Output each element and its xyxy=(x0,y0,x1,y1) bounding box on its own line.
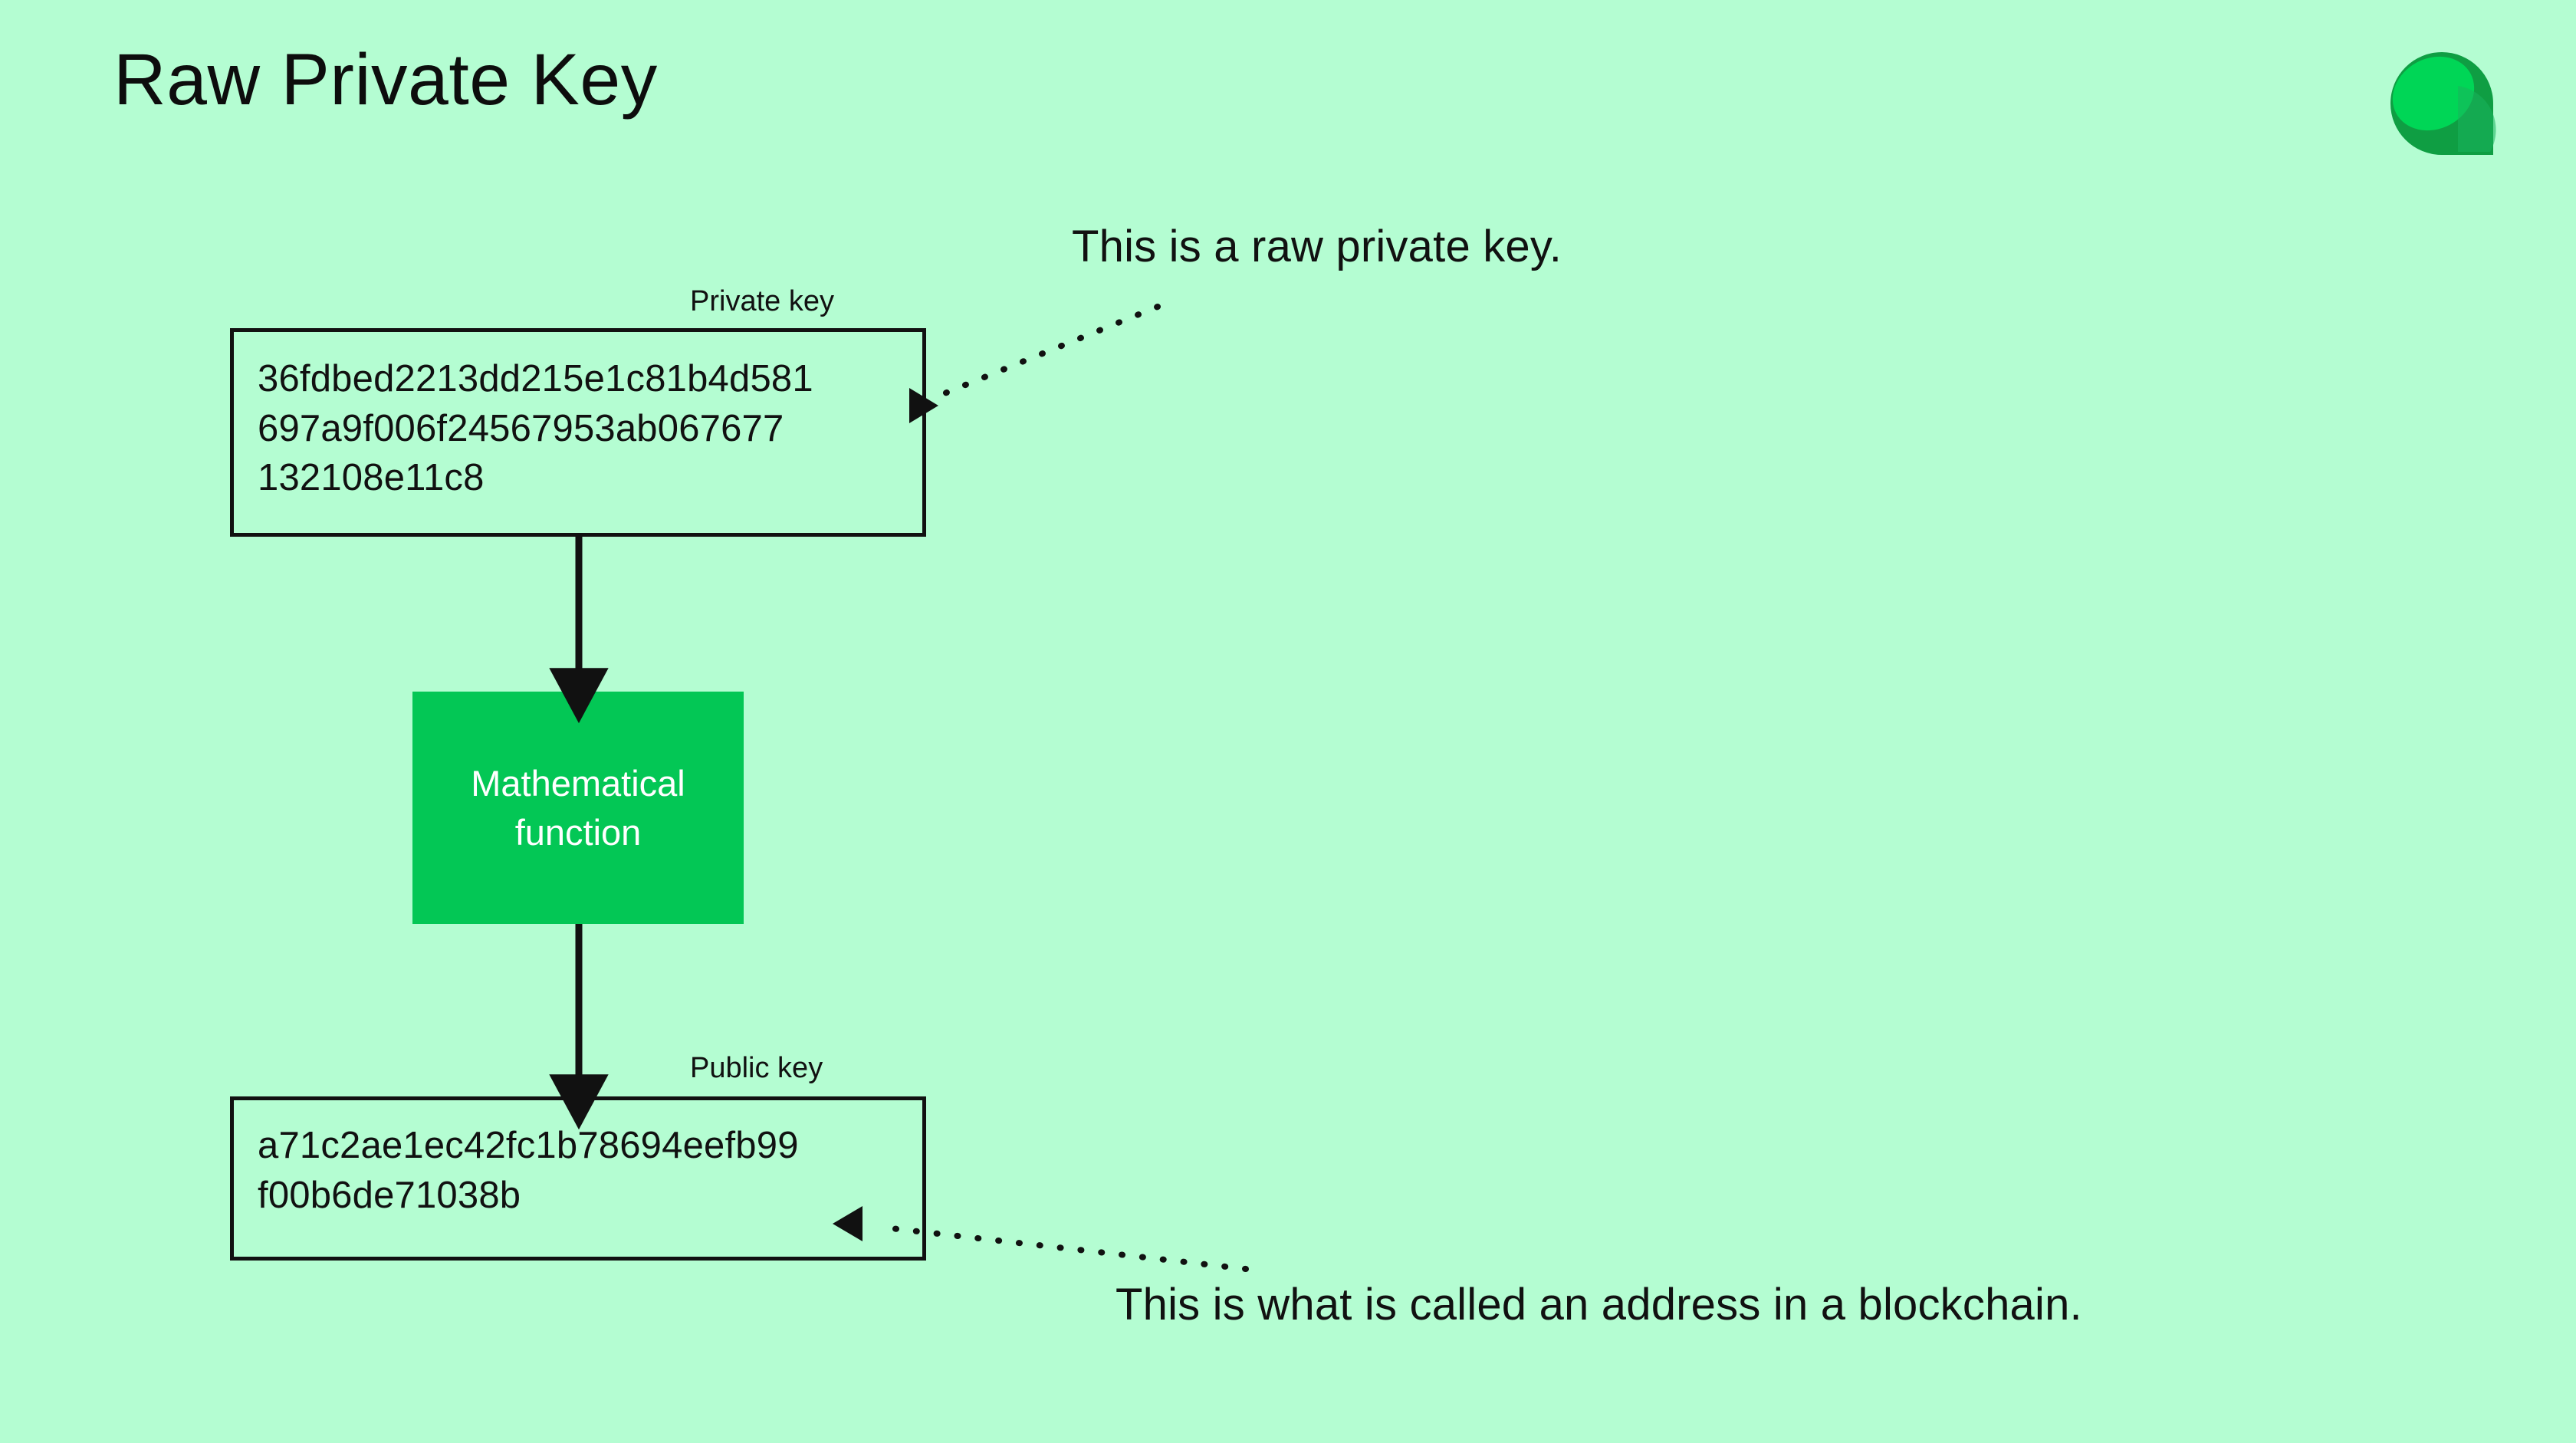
mathematical-function-box: Mathematical function xyxy=(412,692,744,924)
logo-shape-mid xyxy=(2458,86,2496,152)
private-key-value: 36fdbed2213dd215e1c81b4d581 697a9f006f24… xyxy=(258,358,813,499)
mathematical-function-label: Mathematical function xyxy=(471,763,685,853)
public-key-caption: Public key xyxy=(690,1052,823,1084)
annotation-public-key: This is what is called an address in a b… xyxy=(1116,1280,2082,1330)
annotation-private-key: This is a raw private key. xyxy=(1072,222,1562,271)
public-key-value: a71c2ae1ec42fc1b78694eefb99 f00b6de71038… xyxy=(258,1125,799,1216)
brand-leaf-logo xyxy=(2384,46,2499,161)
private-key-box xyxy=(230,328,926,537)
leader-line-private xyxy=(928,304,1161,402)
page-title: Raw Private Key xyxy=(113,39,658,120)
logo-shape-highlight xyxy=(2392,56,2475,131)
leader-line-public xyxy=(875,1224,1249,1272)
private-key-caption: Private key xyxy=(690,285,834,317)
